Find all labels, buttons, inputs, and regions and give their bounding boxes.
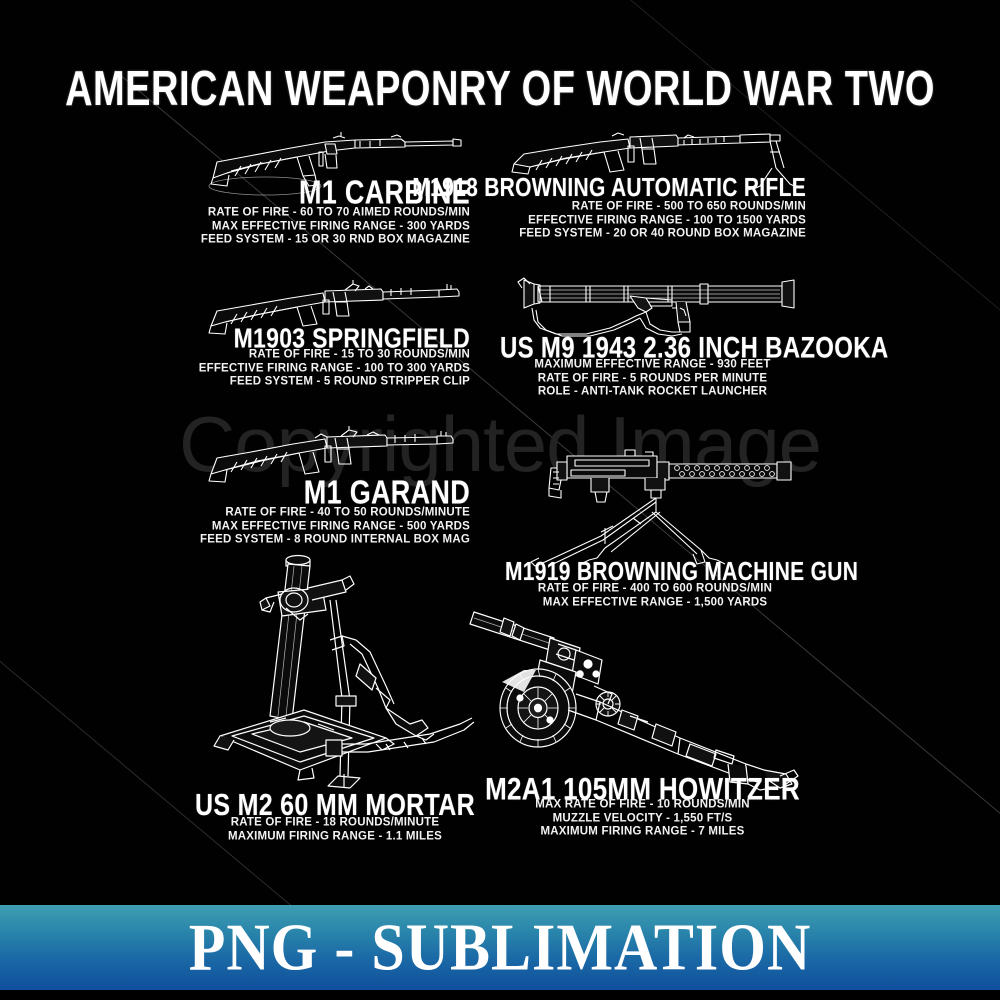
bolt-action-rifle-icon xyxy=(205,278,467,336)
weapon-specs: RATE OF FIRE - 500 TO 650 ROUNDS/MIN EFF… xyxy=(519,200,806,241)
weapon-specs: RATE OF FIRE - 15 TO 30 ROUNDS/MIN EFFEC… xyxy=(199,348,470,389)
spec-line: MAXIMUM EFFECTIVE RANGE - 930 FEET xyxy=(534,358,771,371)
spec-line: ROLE - ANTI-TANK ROCKET LAUNCHER xyxy=(537,385,768,399)
spec-line: RATE OF FIRE - 15 TO 30 ROUNDS/MIN xyxy=(248,348,470,361)
spec-line: RATE OF FIRE - 40 TO 50 ROUNDS/MINUTE xyxy=(225,506,470,519)
spec-line: FEED SYSTEM - 5 ROUND STRIPPER CLIP xyxy=(229,375,470,389)
bottom-bar xyxy=(0,990,1000,1000)
weapon-specs: RATE OF FIRE - 18 ROUNDS/MINUTE MAXIMUM … xyxy=(190,816,480,843)
png-sublimation-banner: PNG - SUBLIMATION xyxy=(0,905,1000,990)
weapon-name: US M2 60 MM MORTAR xyxy=(195,788,475,823)
banner-text: PNG - SUBLIMATION xyxy=(188,909,812,984)
spec-line: MAX EFFECTIVE RANGE - 1,500 YARDS xyxy=(542,595,768,609)
spec-line: FEED SYSTEM - 20 OR 40 ROUND BOX MAGAZIN… xyxy=(519,227,806,241)
spec-line: RATE OF FIRE - 500 TO 650 ROUNDS/MIN xyxy=(571,200,806,213)
weapon-name: M1919 BROWNING MACHINE GUN xyxy=(505,558,859,587)
automatic-rifle-icon xyxy=(508,122,804,194)
spec-line: RATE OF FIRE - 400 TO 600 ROUNDS/MIN xyxy=(537,582,773,595)
spec-line: MAX EFFECTIVE FIRING RANGE - 300 YARDS xyxy=(211,219,470,233)
howitzer-icon xyxy=(469,598,805,791)
weapon-name: M2A1 105MM HOWITZER xyxy=(485,770,800,807)
spec-line: MAX EFFECTIVE FIRING RANGE - 500 YARDS xyxy=(211,519,470,533)
copyright-watermark: Copyrighted Image xyxy=(178,400,822,488)
bazooka-icon xyxy=(500,272,804,350)
weapon-name: US M9 1943 2.36 INCH BAZOOKA xyxy=(500,332,889,365)
spec-line: FEED SYSTEM - 15 OR 30 RND BOX MAGAZINE xyxy=(200,233,470,247)
spec-line: MAXIMUM FIRING RANGE - 7 MILES xyxy=(540,825,745,839)
weapon-name: M1 CARBINE xyxy=(298,174,470,211)
spec-line: MAX RATE OF FIRE - 10 ROUNDS/MIN xyxy=(535,798,750,811)
mortar-icon xyxy=(190,548,480,789)
page-title: AMERICAN WEAPONRY OF WORLD WAR TWO xyxy=(65,62,935,117)
spec-line: MUZZLE VELOCITY - 1,550 FT/S xyxy=(552,811,733,825)
weapon-name: M1903 SPRINGFIELD xyxy=(233,322,470,354)
weapon-name: M1 GARAND xyxy=(303,474,470,511)
weapon-specs: RATE OF FIRE - 400 TO 600 ROUNDS/MIN MAX… xyxy=(505,582,805,609)
weapon-specs: RATE OF FIRE - 40 TO 50 ROUNDS/MINUTE MA… xyxy=(200,506,470,547)
weapon-specs: MAX RATE OF FIRE - 10 ROUNDS/MIN MUZZLE … xyxy=(480,798,805,839)
spec-line: EFFECTIVE FIRING RANGE - 100 TO 300 YARD… xyxy=(198,361,470,375)
rifle-icon xyxy=(205,128,467,196)
spec-line: EFFECTIVE FIRING RANGE - 100 TO 1500 YAR… xyxy=(528,213,806,227)
spec-line: RATE OF FIRE - 5 ROUNDS PER MINUTE xyxy=(537,371,768,385)
semi-auto-rifle-icon xyxy=(205,424,467,486)
spec-line: RATE OF FIRE - 18 ROUNDS/MINUTE xyxy=(230,816,440,829)
spec-line: RATE OF FIRE - 60 TO 70 AIMED ROUNDS/MIN xyxy=(207,206,470,219)
spec-line: MAXIMUM FIRING RANGE - 1.1 MILES xyxy=(227,829,443,843)
machine-gun-icon xyxy=(505,440,805,570)
weapon-specs: MAXIMUM EFFECTIVE RANGE - 930 FEET RATE … xyxy=(500,358,805,399)
weapon-name: M1918 BROWNING AUTOMATIC RIFLE xyxy=(412,174,806,203)
spec-line: FEED SYSTEM - 8 ROUND INTERNAL BOX MAG xyxy=(200,533,470,547)
weapon-specs: RATE OF FIRE - 60 TO 70 AIMED ROUNDS/MIN… xyxy=(201,206,470,247)
